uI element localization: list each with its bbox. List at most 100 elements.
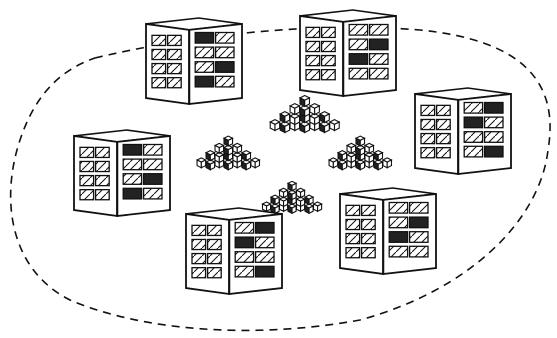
window-pane (235, 223, 253, 234)
small-block (280, 122, 289, 133)
modular-cube (74, 130, 170, 216)
small-block (374, 151, 383, 161)
small-block (242, 160, 251, 170)
window-pane (96, 161, 110, 171)
window-pane (349, 39, 367, 50)
window-pane (216, 47, 234, 58)
window-pane (370, 54, 388, 65)
small-block (280, 112, 289, 123)
window-pane (96, 190, 110, 200)
window-pane (437, 148, 451, 158)
window-pane (437, 134, 451, 144)
small-block (288, 181, 296, 190)
window-pane (192, 268, 206, 278)
window-pane (208, 254, 222, 264)
window-pane (96, 147, 110, 157)
window-pane (195, 33, 213, 44)
window-pane (144, 159, 162, 170)
window-pane (410, 232, 428, 243)
window-pane (144, 188, 162, 199)
window-pane (389, 217, 407, 228)
window-pane (362, 219, 376, 229)
window-pane (216, 33, 234, 44)
small-block (215, 153, 224, 163)
small-block (251, 158, 260, 168)
window-pane (192, 239, 206, 249)
window-pane (152, 35, 166, 45)
modular-cube (340, 188, 436, 274)
window-pane (306, 56, 320, 66)
small-block (365, 153, 374, 163)
window-pane (96, 176, 110, 186)
window-pane (322, 56, 336, 66)
modular-cube (415, 88, 511, 174)
small-block (320, 112, 329, 123)
small-block (383, 158, 392, 168)
window-pane (256, 266, 274, 277)
window-pane (370, 68, 388, 79)
window-pane (437, 119, 451, 129)
window-pane (144, 145, 162, 156)
window-pane (485, 103, 503, 114)
window-pane (123, 174, 141, 185)
small-block (347, 153, 356, 163)
window-pane (152, 78, 166, 88)
block-pile (262, 181, 321, 213)
window-pane (346, 219, 360, 229)
window-pane (123, 159, 141, 170)
window-pane (485, 132, 503, 143)
window-pane (421, 134, 435, 144)
small-block (206, 151, 215, 161)
modular-cube (186, 208, 282, 294)
small-block (206, 160, 215, 170)
window-pane (464, 103, 482, 114)
window-pane (362, 234, 376, 244)
window-pane (235, 266, 253, 277)
window-pane (464, 146, 482, 157)
window-pane (437, 105, 451, 115)
window-pane (235, 237, 253, 248)
small-block (270, 120, 279, 131)
small-block (356, 136, 365, 146)
block-pile (270, 96, 339, 133)
window-pane (192, 254, 206, 264)
block-pile (329, 136, 391, 170)
small-block (356, 145, 365, 155)
window-pane (464, 132, 482, 143)
window-pane (485, 146, 503, 157)
small-block (300, 122, 309, 133)
window-pane (421, 105, 435, 115)
small-block (297, 188, 305, 197)
small-block (338, 151, 347, 161)
small-block (279, 188, 287, 197)
window-pane (306, 27, 320, 37)
small-block (347, 143, 356, 153)
small-block (305, 195, 313, 204)
window-pane (389, 203, 407, 214)
window-pane (168, 49, 182, 59)
window-pane (208, 268, 222, 278)
window-pane (346, 234, 360, 244)
window-pane (208, 225, 222, 235)
window-pane (410, 217, 428, 228)
small-block (215, 143, 224, 153)
window-pane (208, 239, 222, 249)
window-pane (485, 117, 503, 128)
window-pane (256, 237, 274, 248)
small-block (300, 96, 309, 107)
window-pane (346, 205, 360, 215)
window-pane (216, 62, 234, 73)
small-block (197, 158, 206, 168)
small-block (329, 158, 338, 168)
small-block (330, 120, 339, 131)
window-pane (123, 188, 141, 199)
small-block (224, 136, 233, 146)
window-pane (216, 76, 234, 87)
window-pane (362, 248, 376, 258)
window-pane (410, 203, 428, 214)
small-block (356, 160, 365, 170)
small-block (271, 204, 279, 213)
window-pane (80, 176, 94, 186)
